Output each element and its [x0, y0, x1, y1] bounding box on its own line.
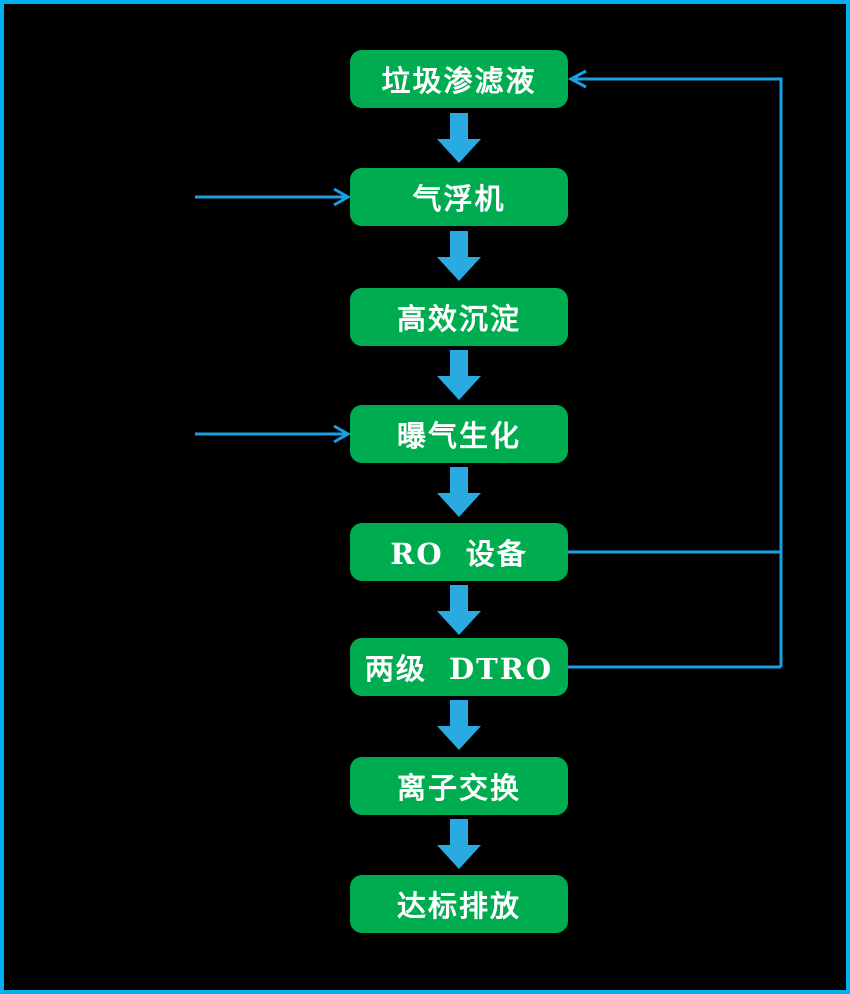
- down-arrow-4: [437, 467, 481, 517]
- down-arrow-7: [437, 819, 481, 869]
- node-ro-equipment: RO 设备: [350, 523, 568, 581]
- feedback-return-path: [572, 77, 783, 667]
- node-ion-exchange: 离子交换: [350, 757, 568, 815]
- down-arrow-3: [437, 350, 481, 400]
- feedback-arrowhead-leachate: [567, 69, 587, 89]
- node-high-efficiency-sedimentation: 高效沉淀: [350, 288, 568, 346]
- node-discharge-up-to-standard: 达标排放: [350, 875, 568, 933]
- down-arrow-5: [437, 585, 481, 635]
- inflow-arrowhead-air-flotation: [333, 187, 352, 207]
- node-two-stage-dtro: 两级 DTRO: [350, 638, 568, 696]
- inflow-arrowhead-aeration: [333, 424, 352, 444]
- down-arrow-2: [437, 231, 481, 281]
- node-aeration-biochemical: 曝气生化: [350, 405, 568, 463]
- down-arrow-6: [437, 700, 481, 750]
- node-air-flotation: 气浮机: [350, 168, 568, 226]
- down-arrow-1: [437, 113, 481, 163]
- node-leachate: 垃圾渗滤液: [350, 50, 568, 108]
